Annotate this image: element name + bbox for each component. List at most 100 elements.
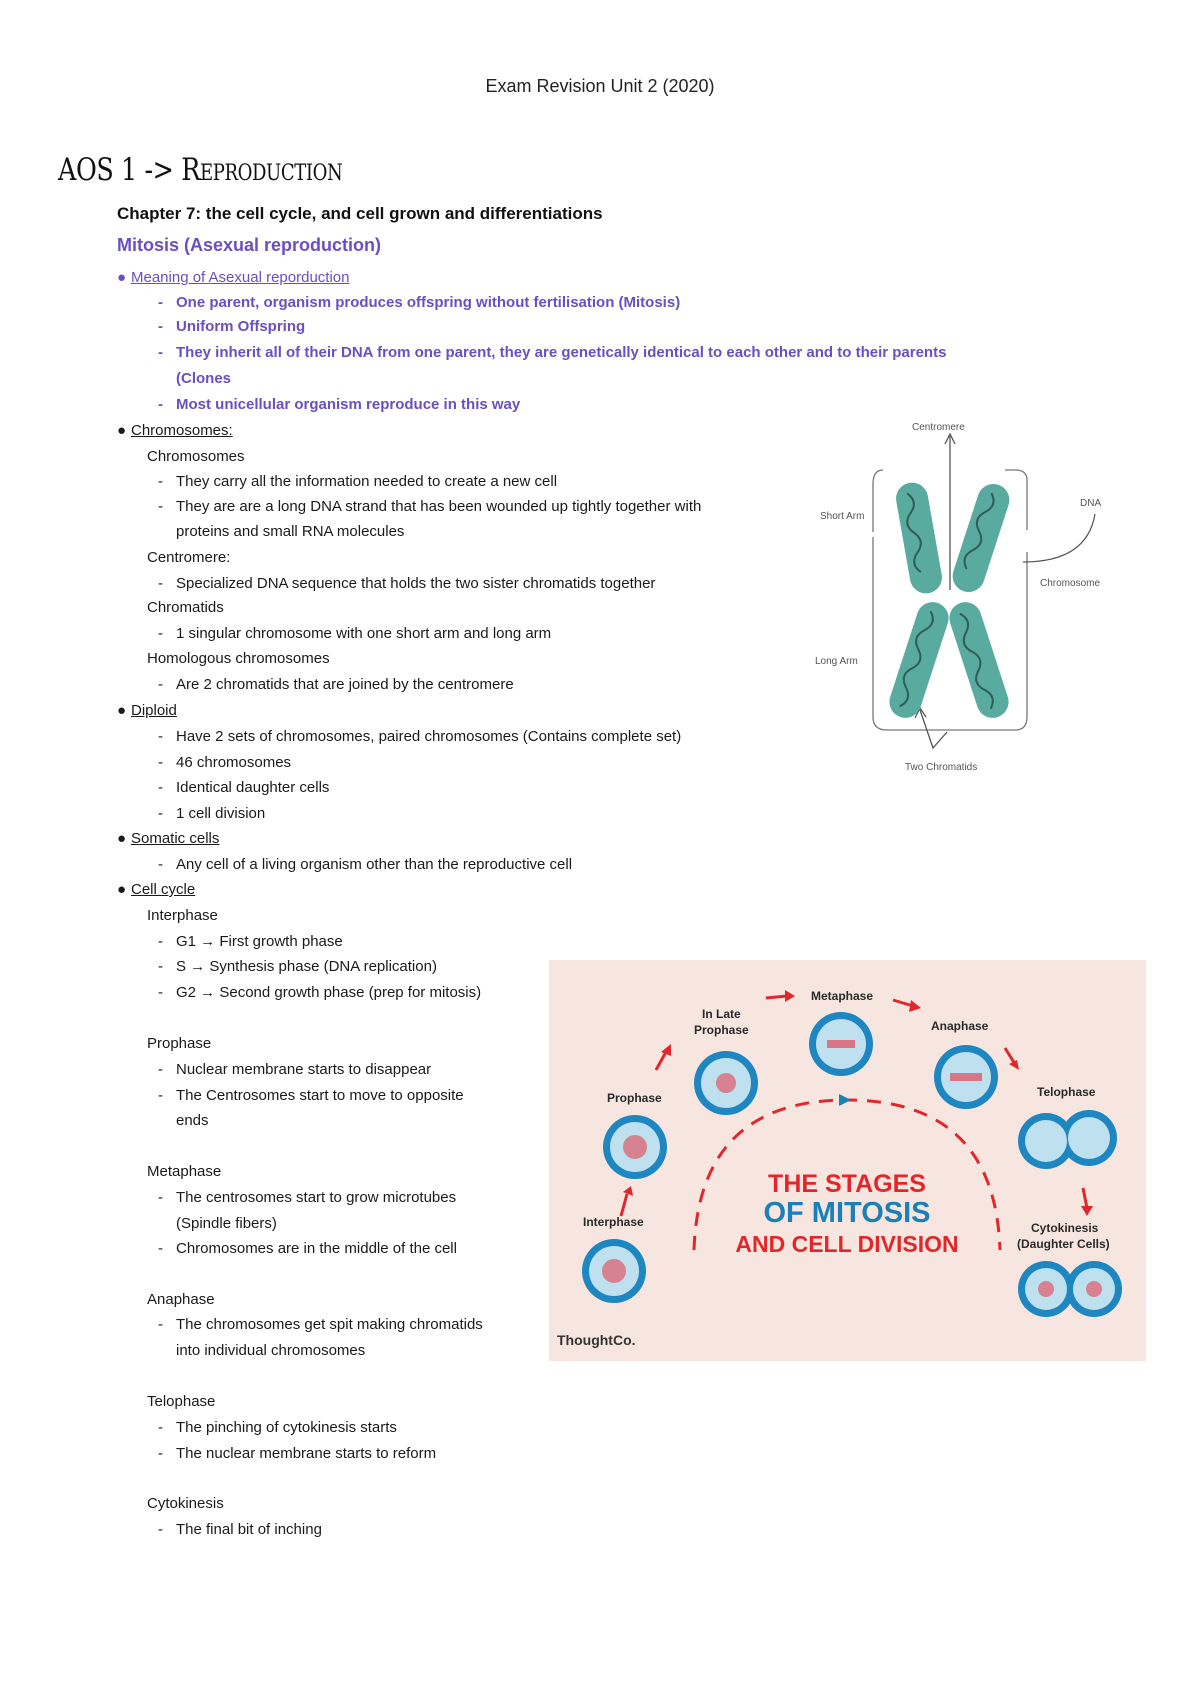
subheading: Homologous chromosomes (147, 650, 330, 667)
title-line-1: THE STAGES (768, 1170, 926, 1198)
diploid-heading: ●Diploid (117, 698, 177, 723)
stage-label-cytokinesis-2: (Daughter Cells) (1017, 1237, 1110, 1251)
phase-title: Anaphase (147, 1291, 215, 1308)
phase-title: Cytokinesis (147, 1495, 224, 1512)
cell-metaphase (809, 1012, 873, 1076)
title-line-2: OF MITOSIS (763, 1197, 930, 1229)
cellcycle-heading-label: Cell cycle (131, 881, 196, 898)
list-item-continued: proteins and small RNA molecules (176, 523, 405, 540)
cells (582, 1012, 1122, 1317)
stage-label-prophase: Prophase (607, 1091, 662, 1105)
stage-label-telophase: Telophase (1037, 1085, 1096, 1099)
cellcycle-heading: ●Cell cycle (117, 877, 195, 902)
label-centromere: Centromere (912, 422, 965, 433)
chromosomes-heading-label: Chromosomes: (131, 422, 233, 439)
cell-anaphase (934, 1045, 998, 1109)
list-item-text: 46 chromosomes (176, 754, 292, 771)
list-item-continued: (Spindle fibers) (176, 1215, 277, 1232)
cell-interphase (582, 1239, 646, 1303)
stage-label-cytokinesis-1: Cytokinesis (1031, 1221, 1099, 1235)
bullet-dot: ● (117, 269, 127, 286)
label-chromosome: Chromosome (1040, 578, 1100, 589)
cell-cytokinesis (1018, 1261, 1122, 1317)
list-item-text: The final bit of inching (176, 1521, 322, 1538)
cell-telophase (1018, 1110, 1117, 1169)
somatic-heading-label: Somatic cells (131, 830, 220, 847)
section-title: AOS 1 -> Reproduction (58, 152, 343, 188)
arrow-head-icon (944, 432, 956, 445)
list-item-text: The chromosomes get spit making chromati… (176, 1316, 483, 1333)
chromosome-diagram: Centromere DNA Short Arm Chromosome Long… (815, 422, 1101, 773)
chapter-heading: Chapter 7: the cell cycle, and cell grow… (117, 204, 603, 223)
list-item-text: The nuclear membrane starts to reform (176, 1445, 437, 1462)
dna-pointer (1022, 513, 1096, 563)
bullet-dot: ● (117, 881, 127, 898)
phase-title: Metaphase (147, 1163, 222, 1180)
phase-title: Telophase (147, 1393, 216, 1410)
stage-label-late-prophase-2: Prophase (694, 1023, 749, 1037)
cell-late-prophase (694, 1051, 758, 1115)
frame-bracket (872, 469, 1028, 731)
stage-label-metaphase: Metaphase (811, 989, 873, 1003)
bullet-dot: ● (117, 422, 127, 439)
list-item-text: Have 2 sets of chromosomes, paired chrom… (176, 728, 682, 745)
label-short-arm: Short Arm (820, 511, 864, 522)
list-item-text: The Centrosomes start to move to opposit… (176, 1087, 464, 1104)
label-long-arm: Long Arm (815, 656, 858, 667)
asexual-item-text: Most unicellular organism reproduce in t… (176, 396, 521, 413)
list-item-text: Specialized DNA sequence that holds the … (176, 575, 656, 592)
asexual-item-continued: (Clones (176, 370, 232, 387)
stage-arrows (619, 994, 1089, 1217)
arrow-icon (892, 998, 914, 1008)
somatic-heading: ●Somatic cells (117, 826, 219, 851)
chromosomes-heading: ●Chromosomes: (117, 418, 233, 443)
brand-logo: ThoughtCo. (557, 1332, 636, 1348)
title-line-3: AND CELL DIVISION (735, 1231, 958, 1257)
dna-strands (899, 492, 995, 710)
subheading: Chromatids (147, 599, 224, 616)
mitosis-stages-infographic: THE STAGES OF MITOSIS AND CELL DIVISION … (549, 960, 1146, 1361)
asexual-heading: ●Meaning of Asexual reporduction (117, 265, 349, 290)
list-item-continued: ends (176, 1112, 209, 1129)
bullet-dot: ● (117, 830, 127, 847)
list-item-text: The pinching of cytokinesis starts (176, 1419, 397, 1436)
cell-prophase (603, 1115, 667, 1179)
label-dna: DNA (1080, 498, 1101, 509)
list-item-text: S → Synthesis phase (DNA replication) (176, 958, 437, 975)
arrow-icon (654, 1051, 668, 1071)
label-two-chromatids: Two Chromatids (905, 762, 977, 773)
two-chromatids-pointer (919, 709, 948, 750)
page-header: Exam Revision Unit 2 (2020) (485, 76, 715, 96)
arc-arrow-icon (839, 1094, 851, 1106)
list-item-text: Any cell of a living organism other than… (176, 856, 573, 873)
arrow-icon (765, 994, 788, 1000)
arrow-icon (1081, 1187, 1089, 1209)
list-item-text: G2 → Second growth phase (prep for mitos… (176, 984, 482, 1001)
list-item-text: The centrosomes start to grow microtubes (176, 1189, 457, 1206)
mitosis-heading: Mitosis (Asexual reproduction) (117, 235, 382, 255)
list-item-text: Nuclear membrane starts to disappear (176, 1061, 432, 1078)
arrow-heads (623, 990, 1093, 1216)
arrow-icon (1003, 1047, 1017, 1065)
list-item-text: Identical daughter cells (176, 779, 330, 796)
stage-label-late-prophase-1: In Late (702, 1007, 741, 1021)
phase-title: Interphase (147, 907, 218, 924)
list-item-text: They are are a long DNA strand that has … (176, 498, 702, 515)
phase-title: Prophase (147, 1035, 212, 1052)
stage-label-interphase: Interphase (583, 1215, 644, 1229)
list-item-text: G1 → First growth phase (176, 933, 343, 950)
subheading: Chromosomes (147, 448, 245, 465)
stage-label-anaphase: Anaphase (931, 1019, 989, 1033)
asexual-heading-label: Meaning of Asexual reporduction (131, 269, 350, 286)
bullet-dot: ● (117, 702, 127, 719)
asexual-item-text: Uniform Offspring (176, 318, 306, 335)
list-item-text: Are 2 chromatids that are joined by the … (176, 676, 514, 693)
asexual-item-text: One parent, organism produces offspring … (176, 294, 681, 311)
list-item-text: 1 cell division (176, 805, 266, 822)
diploid-heading-label: Diploid (131, 702, 177, 719)
arrow-icon (619, 1193, 629, 1217)
list-item-text: They carry all the information needed to… (176, 473, 558, 490)
list-item-text: 1 singular chromosome with one short arm… (176, 625, 552, 642)
list-item-text: Chromosomes are in the middle of the cel… (176, 1240, 457, 1257)
